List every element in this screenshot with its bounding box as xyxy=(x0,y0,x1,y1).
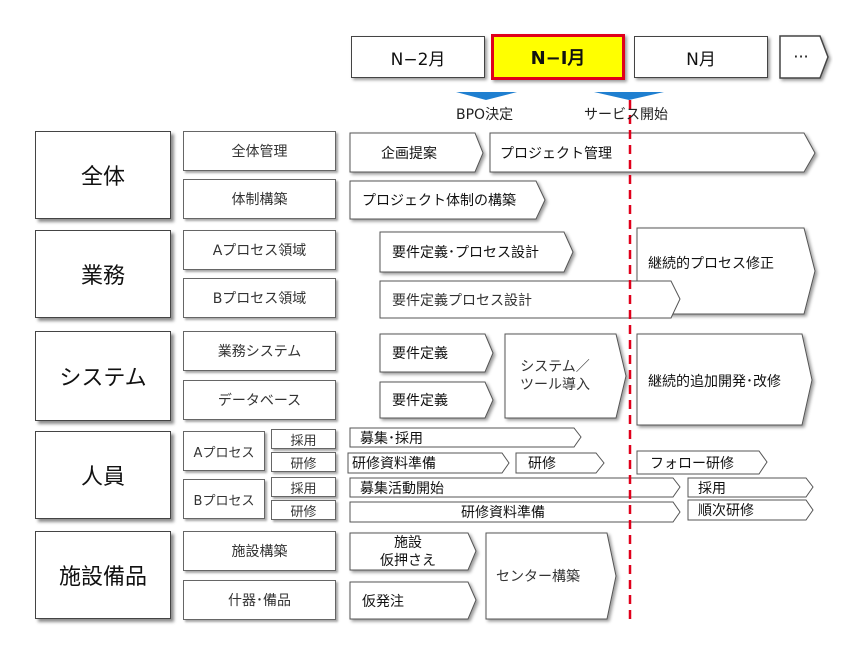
task-hire-b: 採用 xyxy=(698,480,726,497)
arrow-sequential-train xyxy=(687,499,814,521)
task-continuous-dev: 継続的追加開発･改修 xyxy=(648,374,781,390)
task-req-def-2: 要件定義 xyxy=(392,393,448,409)
period-more-chevron xyxy=(779,35,829,79)
task-req-def-1: 要件定義 xyxy=(392,346,448,362)
arrow-continuous-dev xyxy=(636,333,813,426)
task-train-a: 研修 xyxy=(528,456,556,472)
arrow-pj-org xyxy=(349,180,546,220)
arrow-hire-b xyxy=(687,477,814,498)
arrow-pm xyxy=(489,132,816,173)
arrow-train-material-b xyxy=(349,501,681,523)
task-pm: プロジェクト管理 xyxy=(500,145,612,162)
period-more-label: ··· xyxy=(793,46,809,66)
category-staff: 人員 xyxy=(35,431,171,519)
task-facility-line1: 施設 xyxy=(394,534,422,551)
period-n-minus-2: N−2月 xyxy=(351,36,485,78)
sub-biz-system: 業務システム xyxy=(183,331,336,371)
sub-fixtures: 什器･備品 xyxy=(183,580,336,620)
arrow-sys-intro xyxy=(504,333,627,419)
arrow-recruit-a xyxy=(349,427,582,448)
task-follow-train: フォロー研修 xyxy=(650,455,734,472)
sub-a-training: 研修 xyxy=(271,452,336,472)
task-sequential-train: 順次研修 xyxy=(698,503,754,519)
sub-facility-build: 施設構築 xyxy=(183,531,336,571)
task-provisional-order: 仮発注 xyxy=(362,593,404,610)
arrow-center-build xyxy=(485,532,617,620)
period-n: N月 xyxy=(634,36,768,78)
sub-b-process-area: Bプロセス領域 xyxy=(183,278,336,318)
task-continuous-process: 継続的プロセス修正 xyxy=(648,256,774,272)
bpo-milestone-marker xyxy=(456,92,517,100)
task-facility-line2: 仮押さえ xyxy=(380,553,436,569)
arrow-facility-reserve xyxy=(349,532,477,571)
arrow-req-design-a xyxy=(379,231,574,273)
service-milestone-marker xyxy=(594,92,664,100)
arrow-train-a xyxy=(515,452,605,474)
task-sys-intro-line1: システム／ xyxy=(520,358,590,375)
task-recruit-activity: 募集活動開始 xyxy=(360,480,444,497)
sub-database: データベース xyxy=(183,380,336,420)
task-train-material-a: 研修資料準備 xyxy=(352,456,436,472)
sub-a-proc: Aプロセス xyxy=(183,431,265,471)
arrow-req-def-2 xyxy=(379,381,494,419)
arrow-follow-train xyxy=(636,450,768,475)
sub-overall-mgmt: 全体管理 xyxy=(183,131,336,171)
sub-b-proc: Bプロセス xyxy=(183,479,265,519)
task-req-design-b: 要件定義プロセス設計 xyxy=(392,292,532,309)
arrow-req-def-1 xyxy=(379,333,494,373)
sub-a-recruit: 採用 xyxy=(271,429,336,449)
sub-a-process-area: Aプロセス領域 xyxy=(183,230,336,270)
arrow-recruit-activity xyxy=(349,477,681,498)
service-start-label: サービス開始 xyxy=(584,107,668,123)
task-sys-intro-line2: ツール導入 xyxy=(520,377,590,393)
category-system: システム xyxy=(35,331,171,421)
task-center-build: センター構築 xyxy=(496,569,580,585)
category-business: 業務 xyxy=(35,230,171,318)
task-pj-org: プロジェクト体制の構築 xyxy=(362,193,516,209)
arrow-train-material-a xyxy=(347,452,510,474)
sub-org-build: 体制構築 xyxy=(183,179,336,219)
arrow-provisional-order xyxy=(349,581,477,620)
category-all: 全体 xyxy=(35,131,171,219)
task-planning: 企画提案 xyxy=(381,145,437,162)
arrow-planning xyxy=(349,132,484,173)
task-train-material-b: 研修資料準備 xyxy=(461,505,545,521)
sub-b-training: 研修 xyxy=(271,500,336,520)
task-sys-intro: システム／ ツール導入 xyxy=(505,356,605,396)
sub-b-recruit: 採用 xyxy=(271,477,336,497)
arrow-req-design-b xyxy=(379,280,681,319)
period-n-minus-1: N−I月 xyxy=(491,34,625,80)
bpo-decision-label: BPO決定 xyxy=(456,107,514,123)
task-facility-reserve: 施設 仮押さえ xyxy=(352,534,464,570)
task-recruit-a: 募集･採用 xyxy=(360,430,423,447)
task-req-design-a: 要件定義･プロセス設計 xyxy=(392,245,539,261)
category-facility: 施設備品 xyxy=(35,531,171,619)
